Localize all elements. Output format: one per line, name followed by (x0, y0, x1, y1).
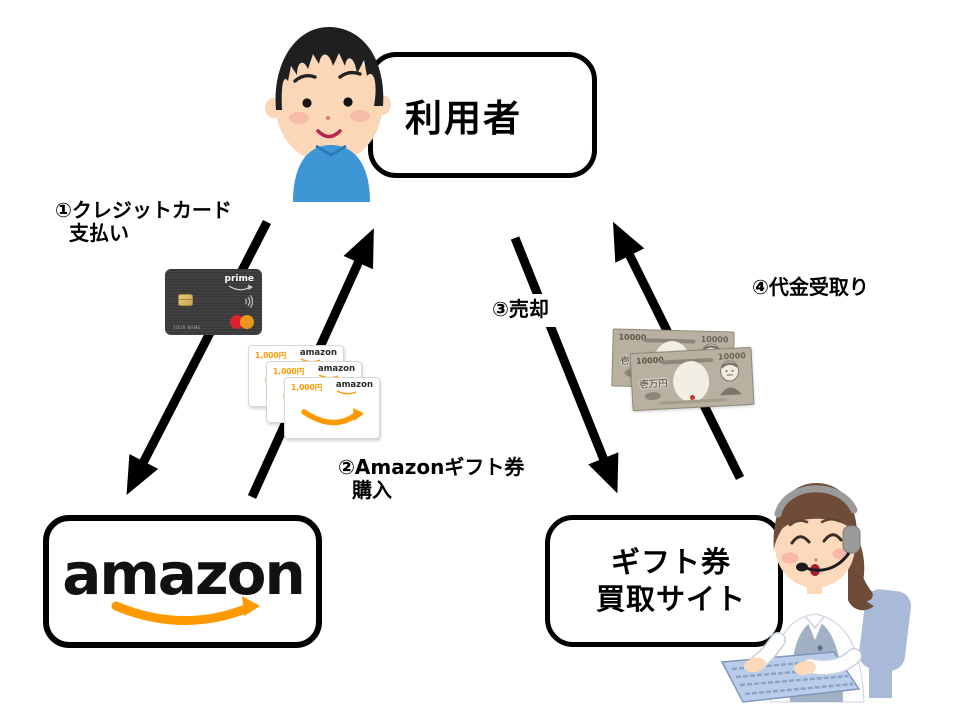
credit-card-brand-text: prime (224, 274, 254, 284)
gift-site-node-box: ギフト券 買取サイト (545, 515, 783, 647)
amazon-node-box: amazon (43, 515, 322, 648)
gift-card-brand: amazon (317, 364, 355, 374)
arrow-credit-card-payment (126, 219, 272, 496)
user-node-label: 利用者 (405, 97, 522, 140)
operator-headset-mic-arm (805, 552, 851, 572)
amazon-logo: amazon (62, 540, 305, 625)
step1-line1: ①クレジットカード (55, 198, 232, 222)
step3-label: ③売却 (484, 294, 559, 327)
banknote: 10000 10000 壱万円 (629, 346, 755, 412)
step4-label: ④代金受取り (752, 275, 869, 299)
credit-card-holder-text: YOUR NAME (173, 325, 201, 330)
gift-card-swoosh-icon (301, 408, 364, 426)
banknote-corner-value: 10000 (618, 332, 647, 343)
amazon-smile-icon (111, 601, 252, 625)
step1-line2: 支払い (69, 221, 129, 245)
step2-label: ②Amazonギフト券 購入 (338, 455, 525, 502)
gift-card: 1,000円 amazon (284, 377, 380, 439)
step2-line1: ②Amazonギフト券 (338, 455, 525, 479)
amazon-smile-arrow-icon (241, 595, 260, 616)
boy-shirt (293, 145, 370, 202)
gift-site-label-line2: 買取サイト (595, 582, 746, 616)
operator-person-illustration (720, 483, 911, 703)
operator-headset-mic (796, 562, 808, 572)
amazon-logo-text: amazon (62, 540, 304, 608)
contactless-icon (244, 295, 253, 308)
operator-headset-band (774, 485, 858, 518)
gift-site-label-line1: ギフト券 (610, 544, 731, 579)
credit-card-image: prime YOUR NAME (165, 269, 262, 335)
step1-label: ①クレジットカード 支払い (55, 199, 232, 245)
arrow-sell (510, 236, 619, 494)
gift-card-smile-icon (336, 389, 357, 394)
gift-card-value: 1,000円 (255, 351, 287, 360)
gift-card-value: 1,000円 (273, 367, 305, 376)
user-node-box: 利用者 (368, 52, 597, 178)
emv-chip-icon (178, 294, 193, 306)
gift-card-brand: amazon (335, 380, 373, 390)
boy-hair (275, 26, 384, 110)
banknote-corner-value: 10000 (635, 355, 665, 366)
banknote-denomination: 壱万円 (638, 378, 669, 391)
operator-headset-earcup (842, 525, 861, 554)
mastercard-icon (230, 315, 254, 329)
gift-card-value: 1,000円 (291, 383, 323, 392)
banknote-ornament (644, 391, 662, 401)
gift-card-brand: amazon (299, 348, 337, 358)
banknote-portrait-icon (719, 360, 742, 396)
step2-line2: 購入 (352, 478, 392, 502)
user-person-illustration (265, 26, 391, 202)
operator-hair (773, 483, 873, 602)
credit-card-smile-icon (228, 284, 253, 291)
